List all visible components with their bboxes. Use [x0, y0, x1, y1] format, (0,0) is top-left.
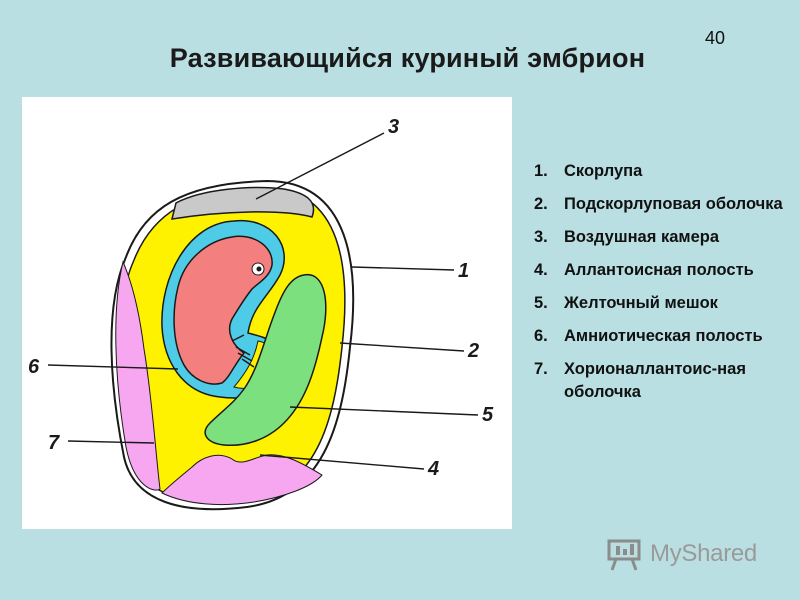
embryo-pupil: [256, 266, 262, 272]
legend-item-3: 3. Воздушная камера: [534, 226, 794, 249]
leader-line-7: [67, 440, 155, 444]
legend-item-text: Воздушная камера: [564, 228, 720, 246]
leader-line-6: [47, 364, 179, 370]
leader-line-1: [351, 266, 455, 271]
callout-1: 1: [458, 260, 469, 282]
legend-item-number: 1.: [534, 162, 548, 180]
legend-item-number: 3.: [534, 228, 548, 246]
legend-item-text: Аллантоисная полость: [564, 261, 754, 279]
legend-item-4: 4. Аллантоисная полость: [534, 259, 794, 282]
presentation-board-icon: [606, 538, 644, 577]
slide-number: 40: [705, 28, 726, 48]
callout-6: 6: [28, 356, 40, 378]
yolk-sac: [204, 274, 327, 447]
callout-7: 7: [48, 432, 60, 454]
legend-item-text: Желточный мешок: [564, 294, 718, 312]
legend-item-text: Хорионаллантоис-ная оболочка: [564, 360, 746, 401]
callout-3: 3: [388, 116, 399, 138]
myshared-watermark[interactable]: MyShared: [606, 536, 776, 572]
legend-item-number: 4.: [534, 261, 548, 279]
embryo-limbs: [231, 334, 255, 368]
legend-item-7: 7. Хорионаллантоис-ная оболочка: [534, 358, 794, 404]
slide-title: Развивающийся куриный эмбрион: [169, 43, 646, 73]
legend-item-number: 5.: [534, 294, 548, 312]
legend-item-6: 6. Амниотическая полость: [534, 325, 794, 348]
allantois-left: [115, 260, 161, 491]
legend-item-2: 2. Подскорлуповая оболочка: [534, 193, 794, 216]
legend-item-number: 2.: [534, 195, 548, 213]
legend-item-number: 6.: [534, 327, 548, 345]
leader-line-3: [255, 132, 385, 200]
legend-item-1: 1. Скорлупа: [534, 160, 794, 183]
legend-item-5: 5. Желточный мешок: [534, 292, 794, 315]
legend-list: 1. Скорлупа 2. Подскорлуповая оболочка 3. В…: [534, 160, 794, 414]
leader-line-2: [339, 342, 465, 352]
legend-item-number: 7.: [534, 360, 548, 378]
callout-2: 2: [467, 340, 479, 362]
legend-item-text: Амниотическая полость: [564, 327, 763, 345]
legend-item-text: Подскорлуповая оболочка: [564, 195, 783, 213]
air-cell: [170, 186, 315, 220]
leader-line-4: [259, 454, 425, 470]
watermark-text: MyShared: [650, 540, 757, 567]
allantoic-cavity-bottom: [161, 454, 323, 506]
legend-item-text: Скорлупа: [564, 162, 643, 180]
leader-line-5: [289, 406, 479, 416]
callout-4: 4: [427, 458, 439, 480]
callout-5: 5: [482, 404, 494, 426]
chicken-embryo-diagram: 3 1 2 5 4 6 7: [22, 97, 512, 529]
